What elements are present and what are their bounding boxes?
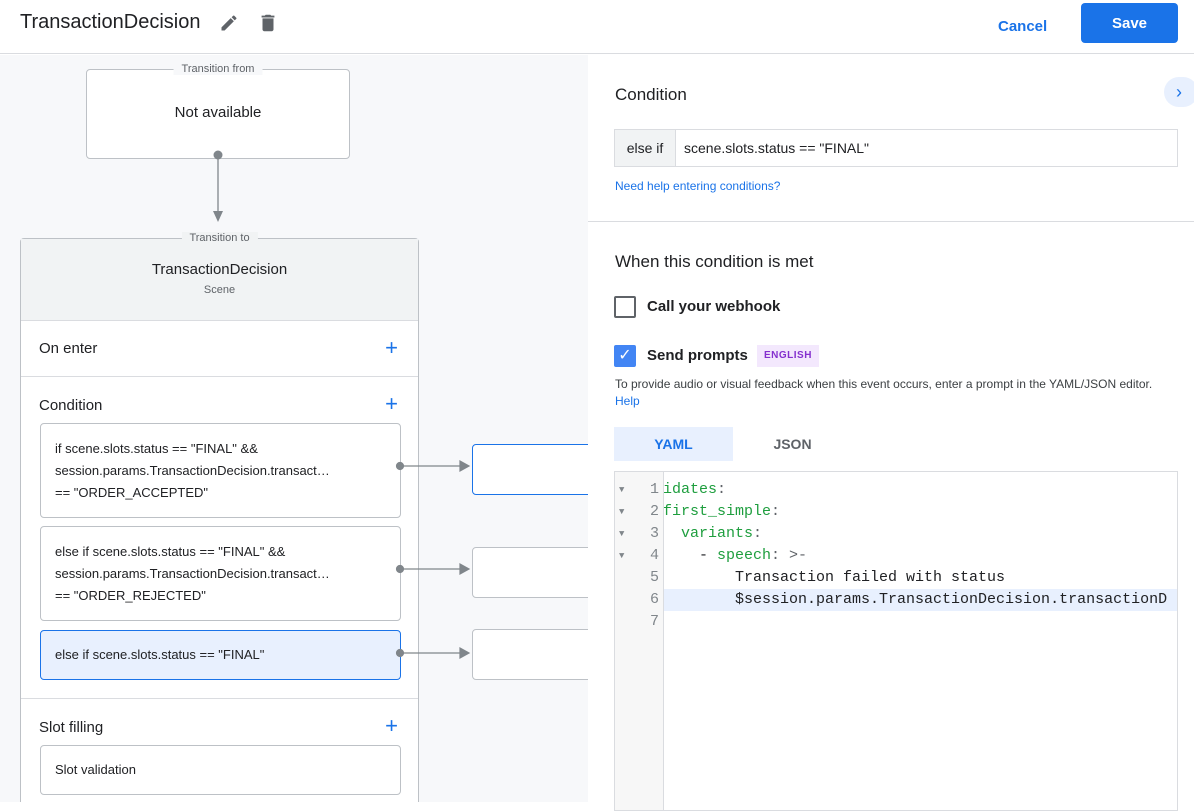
webhook-checkbox[interactable] <box>614 296 636 318</box>
transition-target-box[interactable] <box>472 547 588 598</box>
line-number: 1 <box>649 481 659 498</box>
on-enter-label: On enter <box>39 340 98 357</box>
transition-target-box[interactable] <box>472 629 588 680</box>
line-number: 4 <box>649 547 659 564</box>
condition-card-selected[interactable]: else if scene.slots.status == "FINAL" <box>40 630 401 680</box>
flow-canvas: Transition from Not available Transition… <box>0 55 588 802</box>
transition-from-legend: Transition from <box>173 63 263 75</box>
help-link[interactable]: Help <box>615 394 640 408</box>
line-number: 5 <box>649 569 659 586</box>
collapse-panel-chevron-icon[interactable]: › <box>1164 77 1194 107</box>
code-text: - speech: >- <box>663 547 808 564</box>
page-title: TransactionDecision <box>20 11 201 33</box>
met-heading: When this condition is met <box>615 252 814 271</box>
slot-validation-label: Slot validation <box>55 762 136 777</box>
fold-arrow-icon[interactable]: ▼ <box>619 485 625 495</box>
condition-text: session.params.TransactionDecision.trans… <box>55 462 330 478</box>
scene-type: Scene <box>203 284 236 296</box>
code-text: variants: <box>681 525 763 542</box>
editor-gutter <box>615 472 664 810</box>
line-number: 6 <box>649 591 659 608</box>
transition-from-box: Transition from Not available <box>86 63 350 159</box>
code-line[interactable]: ▼ 3 variants: <box>615 523 1177 545</box>
tab-json[interactable]: JSON <box>773 436 812 452</box>
transition-to-legend: Transition to <box>181 232 258 244</box>
slot-filling-label: Slot filling <box>39 719 104 736</box>
divider <box>588 221 1194 222</box>
language-badge: ENGLISH <box>757 345 819 367</box>
condition-text: if scene.slots.status == "FINAL" && <box>55 440 258 456</box>
line-number: 2 <box>649 503 659 520</box>
header: TransactionDecision Cancel Save <box>0 0 1194 54</box>
slot-validation-card[interactable]: Slot validation <box>40 745 401 795</box>
add-condition-icon[interactable]: + <box>385 391 398 416</box>
fold-arrow-icon[interactable]: ▼ <box>619 529 625 539</box>
condition-text: else if scene.slots.status == "FINAL" <box>55 647 265 662</box>
on-enter-section[interactable]: On enter + <box>21 321 418 377</box>
condition-text: session.params.TransactionDecision.trans… <box>55 565 330 581</box>
code-text: first_simple: <box>663 503 781 520</box>
code-line[interactable]: ▼ 4 - speech: >- <box>615 545 1177 567</box>
condition-prefix: else if <box>615 130 676 166</box>
help-conditions-link[interactable]: Need help entering conditions? <box>615 179 781 193</box>
code-text: Transaction failed with status <box>663 569 1006 586</box>
code-text: $session.params.TransactionDecision.tran… <box>663 591 1168 608</box>
code-text: idates: <box>663 481 727 498</box>
prompt-description: To provide audio or visual feedback when… <box>615 376 1175 410</box>
connector-arrow <box>213 150 223 222</box>
condition-value[interactable]: scene.slots.status == "FINAL" <box>684 140 870 156</box>
add-on-enter-icon[interactable]: + <box>385 335 398 360</box>
fold-arrow-icon[interactable]: ▼ <box>619 551 625 561</box>
cancel-button[interactable]: Cancel <box>990 12 1055 42</box>
slot-filling-section: Slot filling + Slot validation <box>21 699 418 802</box>
fold-arrow-icon[interactable]: ▼ <box>619 507 625 517</box>
prompts-checkbox[interactable]: ✓ <box>614 345 636 367</box>
transition-target-box[interactable] <box>472 444 588 495</box>
transition-from-value: Not available <box>174 104 262 121</box>
condition-card[interactable]: else if scene.slots.status == "FINAL" &&… <box>40 526 401 621</box>
condition-card[interactable]: if scene.slots.status == "FINAL" && sessi… <box>40 423 401 518</box>
scene-name: TransactionDecision <box>151 261 288 278</box>
condition-text: else if scene.slots.status == "FINAL" && <box>55 543 286 559</box>
tab-yaml[interactable]: YAML <box>614 427 733 461</box>
webhook-label: Call your webhook <box>647 298 781 315</box>
condition-text: == "ORDER_ACCEPTED" <box>55 484 208 500</box>
add-slot-icon[interactable]: + <box>385 713 398 738</box>
scene-box: Transition to TransactionDecision Scene … <box>20 232 419 802</box>
description-text: To provide audio or visual feedback when… <box>615 377 1153 391</box>
code-line[interactable]: 6 $session.params.TransactionDecision.tr… <box>615 589 1177 611</box>
prompts-label: Send prompts <box>647 347 748 364</box>
condition-text: == "ORDER_REJECTED" <box>55 587 206 603</box>
scene-header: Transition to TransactionDecision Scene <box>21 232 418 321</box>
code-line[interactable]: 7 <box>615 611 1177 633</box>
save-button[interactable]: Save <box>1081 3 1178 43</box>
condition-panel: › Condition else if scene.slots.status =… <box>588 55 1194 811</box>
condition-connectors <box>395 459 471 660</box>
trash-icon[interactable] <box>257 11 279 35</box>
condition-input[interactable]: else if scene.slots.status == "FINAL" <box>614 129 1178 167</box>
condition-label: Condition <box>39 397 103 414</box>
line-number: 7 <box>649 613 659 630</box>
condition-heading: Condition <box>615 85 687 104</box>
line-number: 3 <box>649 525 659 542</box>
code-line[interactable]: 5 Transaction failed with status <box>615 567 1177 589</box>
active-line-highlight <box>664 589 1177 611</box>
condition-section: Condition + if scene.slots.status == "FI… <box>21 377 418 699</box>
pencil-icon[interactable] <box>219 13 239 33</box>
